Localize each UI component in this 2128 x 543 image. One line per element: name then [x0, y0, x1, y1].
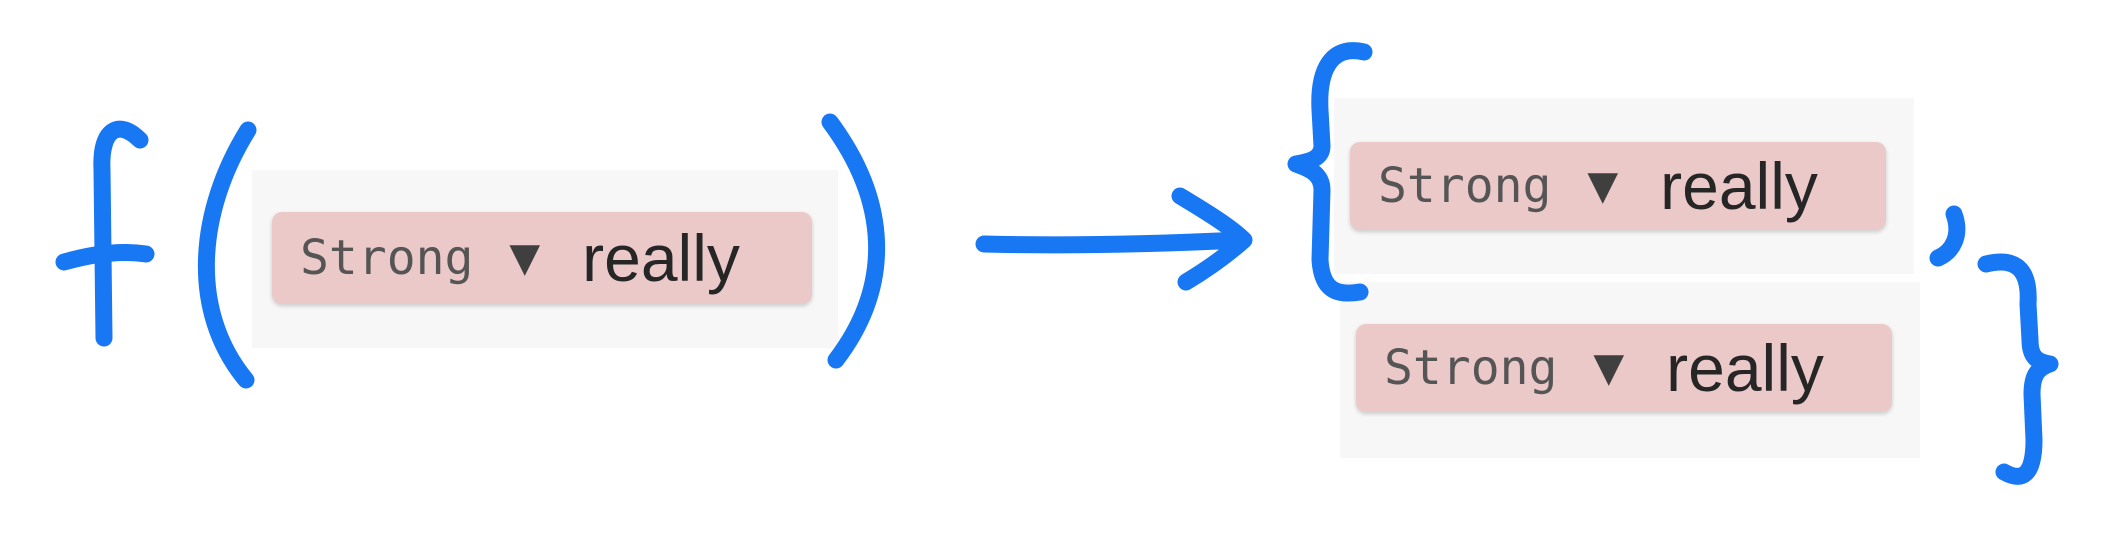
dropdown-caret-icon[interactable]: ▼	[1587, 163, 1619, 209]
token-word: really	[582, 221, 740, 295]
token-chip[interactable]: Strong ▼ really	[1356, 324, 1892, 412]
output-token-panel-2: Strong ▼ really	[1340, 282, 1920, 458]
dropdown-caret-icon[interactable]: ▼	[1593, 345, 1625, 391]
comma	[1929, 205, 1966, 267]
left-paren	[197, 121, 257, 389]
output-token-panel-1: Strong ▼ really	[1334, 98, 1914, 274]
token-chip[interactable]: Strong ▼ really	[1350, 142, 1886, 230]
token-word: really	[1660, 149, 1818, 223]
arrow-shaft	[975, 231, 1249, 254]
token-word: really	[1666, 331, 1824, 405]
right-brace	[1977, 253, 2059, 485]
token-tag-label: Strong	[1384, 340, 1558, 396]
function-f-stroke	[93, 120, 149, 347]
token-tag-label: Strong	[300, 230, 474, 286]
token-tag-label: Strong	[1378, 158, 1552, 214]
right-paren	[821, 113, 886, 369]
dropdown-caret-icon[interactable]: ▼	[509, 235, 541, 281]
function-f-crossbar	[55, 243, 155, 271]
input-token-panel: Strong ▼ really	[252, 170, 838, 348]
arrow-head	[1171, 187, 1253, 291]
token-chip[interactable]: Strong ▼ really	[272, 212, 812, 304]
left-brace	[1287, 42, 1373, 302]
